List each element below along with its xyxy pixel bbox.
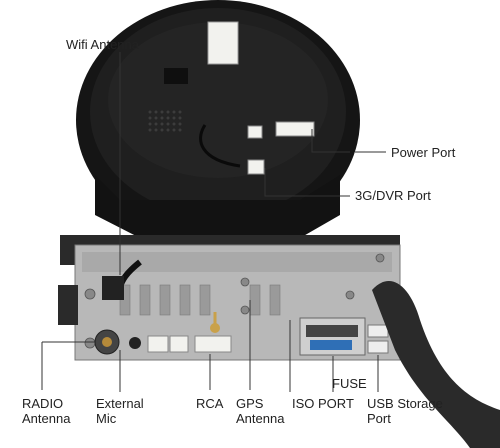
fuse-connector — [310, 340, 352, 350]
label-power-port: Power Port — [391, 145, 456, 160]
label-external-mic: External Mic — [96, 396, 144, 426]
label-fuse: FUSE — [332, 376, 367, 391]
head-unit-chassis — [58, 235, 500, 448]
speaker-grille — [148, 110, 182, 132]
round-display-unit — [76, 0, 360, 240]
label-wifi-antenna: Wifi Antenna — [66, 37, 139, 52]
top-connector — [207, 21, 239, 65]
label-radio-antenna: RADIO Antenna — [22, 396, 71, 426]
label-3g-dvr-port: 3G/DVR Port — [355, 188, 431, 203]
square-port — [164, 68, 188, 84]
label-rca: RCA — [196, 396, 224, 411]
label-usb-storage-port: USB Storage Port — [367, 396, 443, 426]
dvr-port-connector — [247, 159, 265, 175]
label-gps-antenna: GPS Antenna — [236, 396, 285, 426]
small-connector — [247, 125, 263, 139]
leader-lines — [41, 52, 386, 392]
power-port-connector — [275, 121, 315, 137]
label-iso-port: ISO PORT — [292, 396, 354, 411]
